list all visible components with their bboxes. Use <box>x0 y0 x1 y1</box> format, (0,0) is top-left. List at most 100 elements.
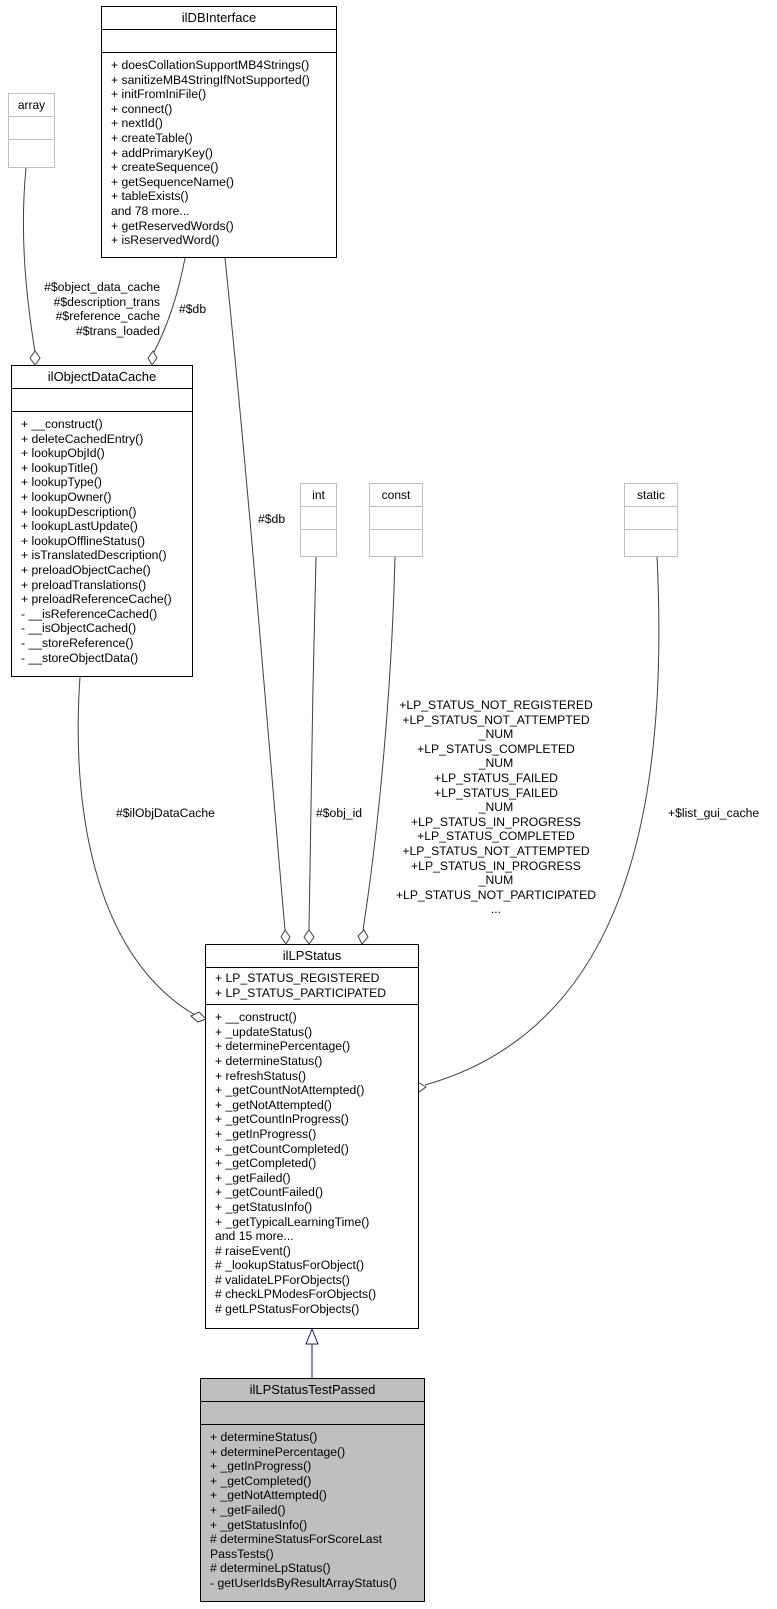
class-const[interactable]: const <box>369 483 423 557</box>
edge-cache-status <box>77 676 196 1016</box>
methods-section: + __construct() + deleteCachedEntry() + … <box>12 412 192 669</box>
method: + preloadTranslations() <box>21 577 147 592</box>
method: + lookupObjId() <box>21 446 105 461</box>
edge-label-const-status: +LP_STATUS_NOT_REGISTERED +LP_STATUS_NOT… <box>395 698 597 917</box>
inheritance-arrowhead <box>305 1327 319 1345</box>
methods-section <box>625 530 677 552</box>
method: # determineStatusForScoreLast <box>210 1532 383 1547</box>
methods-section: + __construct() + _updateStatus() + dete… <box>206 1005 418 1320</box>
method: + lookupDescription() <box>21 504 137 519</box>
method: + _getFailed() <box>215 1170 291 1185</box>
method: + _getStatusInfo() <box>210 1517 308 1532</box>
class-name: static <box>625 484 677 507</box>
method: # getLPStatusForObjects() <box>215 1302 360 1317</box>
method: + preloadObjectCache() <box>21 562 151 577</box>
method: + tableExists() <box>111 189 189 204</box>
class-name: ilLPStatusTestPassed <box>201 1379 424 1402</box>
method: + _getStatusInfo() <box>215 1199 313 1214</box>
method: # raiseEvent() <box>215 1243 291 1258</box>
class-name: int <box>301 484 336 507</box>
method: + addPrimaryKey() <box>111 145 213 160</box>
aggregation-diamond <box>29 350 41 366</box>
methods-section: + determineStatus() + determinePercentag… <box>201 1425 424 1595</box>
method: + doesCollationSupportMB4Strings() <box>111 58 310 72</box>
class-ilobjectdatacache[interactable]: ilObjectDataCache + __construct() + dele… <box>11 365 193 677</box>
edge-db-cache <box>153 257 186 353</box>
method: + determineStatus() <box>210 1430 318 1444</box>
method: # checkLPModesForObjects() <box>215 1287 377 1302</box>
method: # determineLpStatus() <box>210 1561 331 1576</box>
method: + __construct() <box>21 417 103 431</box>
attributes-section <box>201 1402 424 1425</box>
attributes-section <box>625 507 677 530</box>
edge-label-db-status: #$db <box>258 512 286 526</box>
method: + determineStatus() <box>215 1053 323 1068</box>
method: + sanitizeMB4StringIfNotSupported() <box>111 72 310 87</box>
method: + _updateStatus() <box>215 1024 313 1039</box>
class-name: ilObjectDataCache <box>12 366 192 389</box>
method: - __isReferenceCached() <box>21 606 158 621</box>
method: PassTests() <box>210 1546 274 1561</box>
method: + refreshStatus() <box>215 1068 307 1083</box>
class-array[interactable]: array <box>8 93 55 168</box>
method: - __isObjectCached() <box>21 621 137 636</box>
method: + determinePercentage() <box>210 1444 346 1459</box>
method: + _getInProgress() <box>215 1126 317 1141</box>
method: + _getCompleted() <box>215 1156 317 1171</box>
attributes-section <box>301 507 336 530</box>
attributes-section: + LP_STATUS_REGISTERED + LP_STATUS_PARTI… <box>206 968 418 1006</box>
method: + getSequenceName() <box>111 174 234 189</box>
method: # validateLPForObjects() <box>215 1272 350 1287</box>
edge-label-cache-status: #$ilObjDataCache <box>116 806 215 820</box>
method: + connect() <box>111 101 173 116</box>
class-ildbinterface[interactable]: ilDBInterface + doesCollationSupportMB4S… <box>101 6 337 258</box>
method: - __storeReference() <box>21 635 134 650</box>
edge-const-status <box>362 556 396 931</box>
aggregation-diamond <box>190 1011 207 1023</box>
method: + createSequence() <box>111 160 219 175</box>
class-int[interactable]: int <box>300 483 337 557</box>
method: + lookupOfflineStatus() <box>21 533 146 548</box>
more-methods: and 15 more... <box>215 1229 294 1244</box>
method: # _lookupStatusForObject() <box>215 1258 365 1273</box>
method: - __storeObjectData() <box>21 650 139 665</box>
method: + determinePercentage() <box>215 1039 351 1054</box>
method: + _getCountCompleted() <box>215 1141 349 1156</box>
edge-db-status <box>224 257 286 931</box>
attributes-section <box>9 117 54 140</box>
class-illpstatus[interactable]: ilLPStatus + LP_STATUS_REGISTERED + LP_S… <box>205 944 419 1329</box>
method: + lookupOwner() <box>21 489 112 504</box>
aggregation-diamond <box>147 350 158 366</box>
method: + _getNotAttempted() <box>210 1488 327 1503</box>
method: + _getCountNotAttempted() <box>215 1083 365 1098</box>
class-illpstatustestpassed[interactable]: ilLPStatusTestPassed + determineStatus()… <box>200 1378 425 1602</box>
methods-section <box>9 140 54 162</box>
attribute: + LP_STATUS_REGISTERED <box>215 971 380 985</box>
edge-label-int-status: #$obj_id <box>316 806 363 820</box>
methods-section <box>370 530 422 552</box>
method: + getReservedWords() <box>111 218 234 233</box>
methods-section: + doesCollationSupportMB4Strings() + san… <box>102 53 336 252</box>
aggregation-diamond <box>357 929 369 945</box>
class-name: const <box>370 484 422 507</box>
method: + _getCompleted() <box>210 1473 312 1488</box>
method: + createTable() <box>111 130 193 145</box>
attributes-section <box>102 30 336 53</box>
method: + _getCountFailed() <box>215 1185 324 1200</box>
edge-array-cache <box>22 167 36 353</box>
attribute: + LP_STATUS_PARTICIPATED <box>215 985 387 1000</box>
edge-label-db-cache: #$db <box>179 302 207 316</box>
edge-label-array-cache: #$object_data_cache #$description_trans … <box>44 280 160 338</box>
method: + isTranslatedDescription() <box>21 548 167 563</box>
attributes-section <box>370 507 422 530</box>
class-static[interactable]: static <box>624 483 678 557</box>
method: + lookupTitle() <box>21 460 99 475</box>
edge-label-static-status: +$list_gui_cache <box>668 806 760 820</box>
method: - getUserIdsByResultArrayStatus() <box>210 1575 397 1590</box>
edge-int-status <box>308 556 317 931</box>
method: + _getCountInProgress() <box>215 1112 349 1127</box>
method: + preloadReferenceCache() <box>21 592 172 607</box>
methods-section <box>301 530 336 552</box>
aggregation-diamond <box>303 929 315 945</box>
